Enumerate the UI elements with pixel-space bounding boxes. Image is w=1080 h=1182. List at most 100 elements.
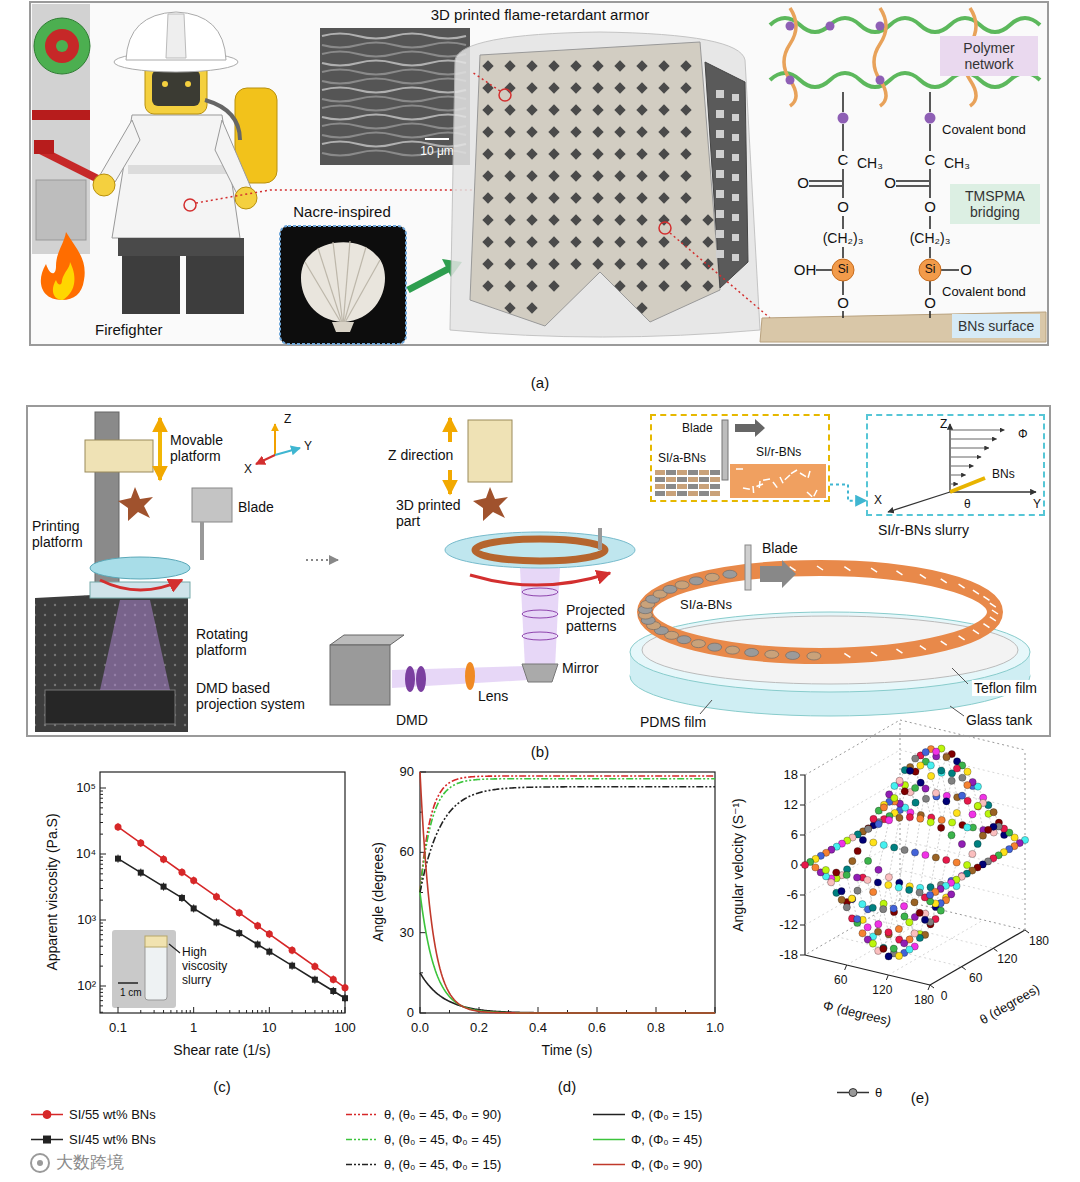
charts-part-part <box>900 840 1025 870</box>
panel-b-part <box>85 440 153 472</box>
panel-a-part-part <box>784 8 796 106</box>
panel-a-part <box>499 89 511 101</box>
panel-b-part <box>275 448 300 455</box>
panel-a-part-part <box>919 259 941 281</box>
panel-a-part-part <box>636 280 647 291</box>
panel-b-part-part <box>710 484 720 489</box>
panel-a-part <box>408 269 448 290</box>
tick-label: 0 <box>791 858 798 873</box>
tick-label: 10 <box>262 1021 276 1036</box>
charts-part-part <box>229 1010 230 1013</box>
panel-label: (c) <box>213 1078 231 1095</box>
panel-a-part-part <box>592 192 603 203</box>
panel-a-part-part <box>504 170 515 181</box>
panel-a-part-part <box>526 258 537 269</box>
panel-a-part-part <box>570 192 581 203</box>
panel-a-part-part <box>614 170 625 181</box>
charts-part-part <box>137 840 144 847</box>
panel-a-part-part <box>482 82 493 93</box>
part-label: Rotating platform <box>196 626 276 658</box>
panel-a-part-part <box>504 258 515 269</box>
inset-label: Nacre-inspired <box>293 203 391 220</box>
charts-part-part <box>163 1010 164 1013</box>
charts-part-part <box>974 840 981 847</box>
tick-label: 60 <box>400 845 414 860</box>
panel-a-part <box>126 12 226 60</box>
inset-photo-part <box>145 944 167 1000</box>
charts-part-part <box>870 888 877 895</box>
panel-a-part-part <box>504 236 515 247</box>
charts-part-part <box>213 919 219 925</box>
part-label: Teflon film <box>972 680 1039 696</box>
panel-b-part <box>522 664 558 682</box>
charts-part-part <box>900 810 1025 840</box>
charts-part-part <box>953 809 960 816</box>
axis-title: Time (s) <box>542 1042 593 1058</box>
panel-a-part-part <box>592 104 603 115</box>
panel-a-part-part <box>896 180 929 182</box>
tick-label: 0.2 <box>470 1021 488 1036</box>
inset-photo-part <box>169 944 180 953</box>
charts-part-part <box>100 900 103 901</box>
charts-part-part <box>922 851 929 858</box>
panel-a-part-part <box>570 236 581 247</box>
charts-part-part <box>333 1010 334 1013</box>
panel-a-part <box>450 32 760 337</box>
legend-text: θ, (θ₀ = 45, Φ₀ = 90) <box>384 1108 501 1123</box>
panel-a-part <box>128 165 232 174</box>
panel-b-part <box>638 566 998 660</box>
charts-part-part <box>100 888 103 889</box>
panel-b-part-part <box>743 488 750 489</box>
legend-marker <box>849 1089 857 1097</box>
charts-part-part <box>880 906 887 913</box>
charts-part-part <box>100 992 103 993</box>
panel-a-part <box>122 256 180 314</box>
charts-part-part <box>974 802 981 809</box>
charts-part-part <box>252 1010 253 1013</box>
panel-a-part <box>32 4 90 254</box>
panel-a-part-part <box>504 148 515 159</box>
panel-a-part <box>760 312 1046 342</box>
part-label: Blade <box>762 540 798 556</box>
panel-a-part-part <box>548 60 559 71</box>
legend-sample <box>30 1134 64 1146</box>
panel-a-part-part <box>842 216 844 229</box>
panel-b-part <box>760 560 796 588</box>
charts-part-part <box>864 857 871 864</box>
charts-part-part <box>836 767 931 923</box>
panel-b-part-part <box>677 470 687 475</box>
charts-part-part <box>930 930 1025 985</box>
charts-part-part <box>322 1010 323 1013</box>
panel-a-part-part <box>504 192 515 203</box>
tick-label: 180 <box>914 994 934 1008</box>
legend-marker <box>43 1136 51 1144</box>
charts-part-part <box>900 903 907 910</box>
tick-label: 180 <box>1029 935 1049 949</box>
charts-part-part <box>246 1010 247 1013</box>
part-label: DMD based projection system <box>196 680 326 712</box>
panel-a-part <box>34 140 54 154</box>
panel-b-part-part <box>808 471 810 478</box>
panel-b-part-part <box>941 641 947 645</box>
charts-part-part <box>874 928 881 935</box>
charts-part-part <box>868 749 963 957</box>
panel-a-part-part <box>702 214 713 225</box>
panel-a-part-part <box>636 104 647 115</box>
charts-part-part <box>896 814 903 821</box>
charts-part-part <box>800 805 805 806</box>
tick-label: 10³ <box>77 913 96 928</box>
tick-label: 6 <box>791 828 798 843</box>
charts-part-part <box>880 841 887 848</box>
panel-a-part-part <box>732 254 739 261</box>
charts-part-part <box>948 891 955 898</box>
charts-part-part <box>100 1012 103 1013</box>
panel-a-part-part <box>570 104 581 115</box>
charts-part-part <box>926 891 933 898</box>
panel-a-part-part <box>482 236 493 247</box>
charts-part-part <box>828 879 835 886</box>
panel-a-part-part <box>548 236 559 247</box>
node-text: BNs surface <box>958 318 1034 334</box>
charts-part-part <box>656 1007 657 1013</box>
panel-a-part-part <box>482 148 493 159</box>
panel-a-part <box>786 22 885 85</box>
